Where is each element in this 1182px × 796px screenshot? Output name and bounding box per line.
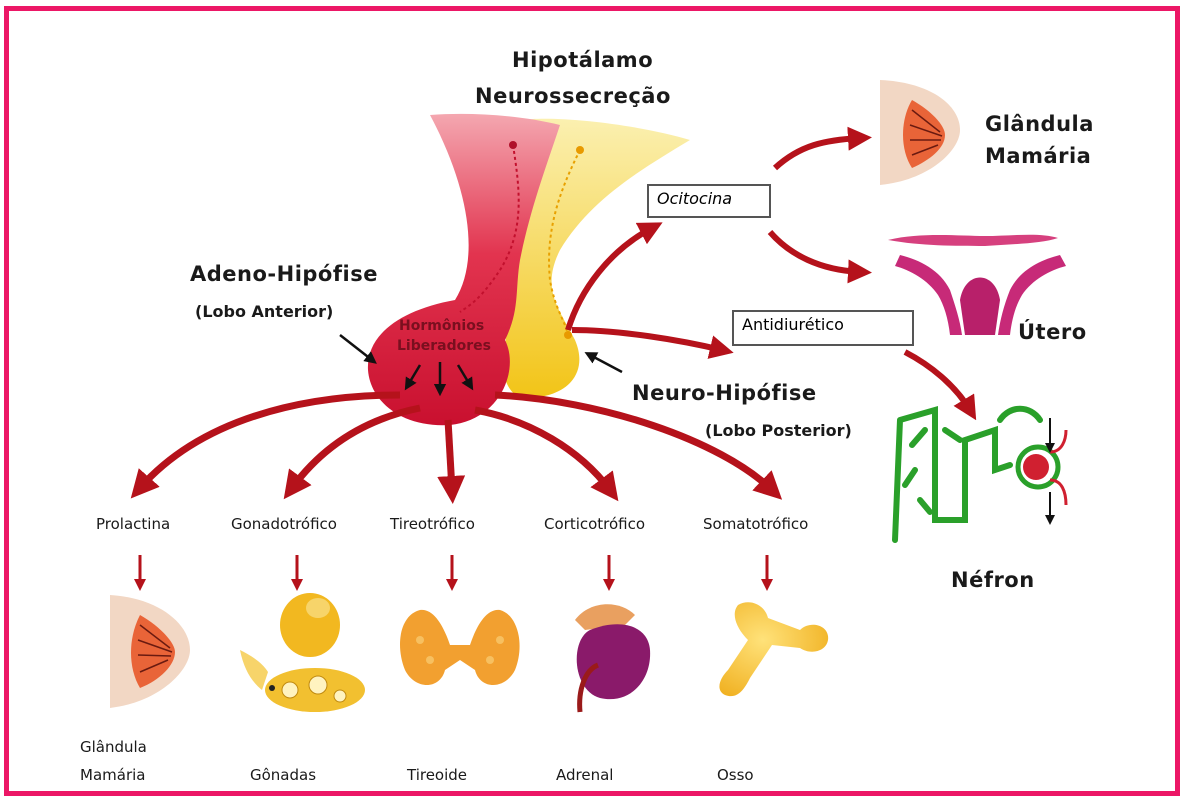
target-gonadas-label: Gônadas [250, 766, 316, 784]
target-adrenal-label: Adrenal [556, 766, 613, 784]
neuro-hipofise-label: Neuro-Hipófise [632, 381, 817, 405]
ocitocina-box: Ocitocina [647, 184, 771, 218]
antidiuretico-box: Antidiurético [732, 310, 914, 346]
liberadores-label: Liberadores [397, 338, 491, 354]
adeno-lobe-label: (Lobo Anterior) [195, 302, 333, 321]
hormone-prolactina: Prolactina [96, 515, 170, 533]
neuro-lobe-label: (Lobo Posterior) [705, 421, 852, 440]
mamaria-top-label: Mamária [985, 144, 1091, 168]
bone-image [719, 602, 828, 696]
utero-label: Útero [1018, 320, 1087, 344]
adeno-hipofise-label: Adeno-Hipófise [190, 262, 378, 286]
thyroid-image [400, 610, 520, 685]
target-mamaria-label: Mamária [80, 766, 145, 784]
target-osso-label: Osso [717, 766, 754, 784]
glandula-top-label: Glândula [985, 112, 1094, 136]
nefron-label: Néfron [951, 568, 1035, 592]
target-glandula-label: Glândula [80, 738, 147, 756]
hormone-tireotrofico: Tireotrófico [390, 515, 475, 533]
target-tireoide-label: Tireoide [407, 766, 467, 784]
hormone-corticotrofico: Corticotrófico [544, 515, 645, 533]
title-hipotalamo: Hipotálamo [512, 48, 653, 72]
hormone-gonadotrofico: Gonadotrófico [231, 515, 337, 533]
hypothalamus-shape [368, 114, 690, 425]
mammary-gland-top-image [880, 80, 960, 185]
subtitle-neurossecrecao: Neurossecreção [475, 84, 671, 108]
gonads-image [240, 593, 365, 712]
adrenal-image [575, 604, 650, 712]
hormone-somatotrofico: Somatotrófico [703, 515, 808, 533]
hormone-to-organ-arrows [140, 555, 767, 585]
hormonios-label: Hormônios [399, 318, 484, 334]
mammary-gland-bottom-image [110, 595, 190, 708]
